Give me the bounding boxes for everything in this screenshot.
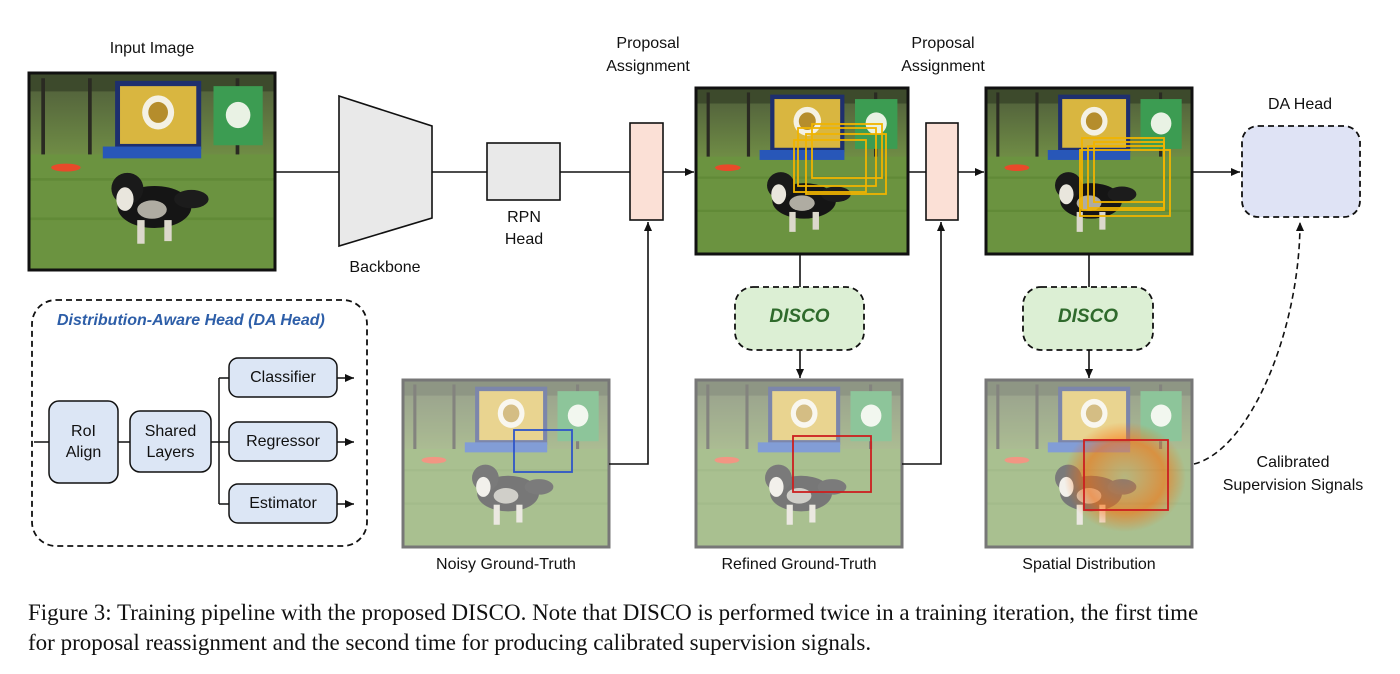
roi-align-text-2: Align xyxy=(65,444,102,461)
disco-label-2: DISCO xyxy=(1057,306,1119,327)
shared-layers-text-1: Shared xyxy=(144,423,197,440)
shared-layers-box xyxy=(129,410,212,473)
regressor-text: Regressor xyxy=(246,433,320,450)
da-head-panel xyxy=(31,299,368,547)
roi-align-box xyxy=(48,400,119,484)
caption-line-2: for proposal reassignment and the second… xyxy=(28,630,872,655)
proposal-assignment-label-1a: Proposal xyxy=(616,35,680,52)
spatial-distribution-image xyxy=(984,378,1194,549)
proposal-boxes-2 xyxy=(1079,137,1171,217)
regressor-box xyxy=(228,421,338,462)
estimator-box xyxy=(228,483,338,524)
proposal-assignment-bar-1 xyxy=(629,122,664,221)
calibrated-signal-curve xyxy=(1193,221,1304,465)
proposal-assignment-label-2a: Proposal xyxy=(911,35,975,52)
proposal-image-1 xyxy=(694,86,910,256)
proposal-boxes-1 xyxy=(793,123,887,195)
rpn-head-label-line1: RPN xyxy=(507,209,541,226)
refined-box xyxy=(792,435,872,493)
classifier-text: Classifier xyxy=(250,369,316,386)
proposal-assignment-label-2b: Assignment xyxy=(901,58,985,75)
rpn-head-box xyxy=(486,142,561,201)
da-head-panel-title: Distribution-Aware Head (DA Head) xyxy=(57,312,325,329)
rpn-head-label-line2: Head xyxy=(504,231,544,248)
disco-box-2 xyxy=(1022,286,1154,351)
calibrated-label-line2: Supervision Signals xyxy=(1222,477,1364,494)
spatial-distribution-label: Spatial Distribution xyxy=(1022,556,1156,573)
noisy-box xyxy=(513,429,573,473)
estimator-text: Estimator xyxy=(249,495,317,512)
backbone-label: Backbone xyxy=(349,259,421,276)
roi-align-text-1: RoI xyxy=(71,423,96,440)
calibrated-label-line1: Calibrated xyxy=(1256,454,1330,471)
shared-layers-text-2: Layers xyxy=(146,444,195,461)
proposal-assignment-label-1b: Assignment xyxy=(606,58,690,75)
noisy-ground-truth-image xyxy=(401,378,611,549)
backbone-shape xyxy=(338,94,433,248)
refined-gt-label: Refined Ground-Truth xyxy=(721,556,877,573)
classifier-box xyxy=(228,357,338,398)
proposal-assignment-bar-2 xyxy=(925,122,959,221)
distribution-box xyxy=(1083,439,1169,511)
da-head-box xyxy=(1241,125,1361,218)
proposal-image-2 xyxy=(984,86,1194,256)
input-image xyxy=(27,71,277,272)
caption-line-1: Figure 3: Training pipeline with the pro… xyxy=(28,600,1199,625)
noisy-gt-label: Noisy Ground-Truth xyxy=(436,556,576,573)
da-head-label: DA Head xyxy=(1267,96,1333,113)
input-image-label: Input Image xyxy=(109,40,195,57)
figure-caption: Figure 3: Training pipeline with the pro… xyxy=(28,598,1378,658)
refined-ground-truth-image xyxy=(694,378,904,549)
disco-label-1: DISCO xyxy=(769,306,830,327)
